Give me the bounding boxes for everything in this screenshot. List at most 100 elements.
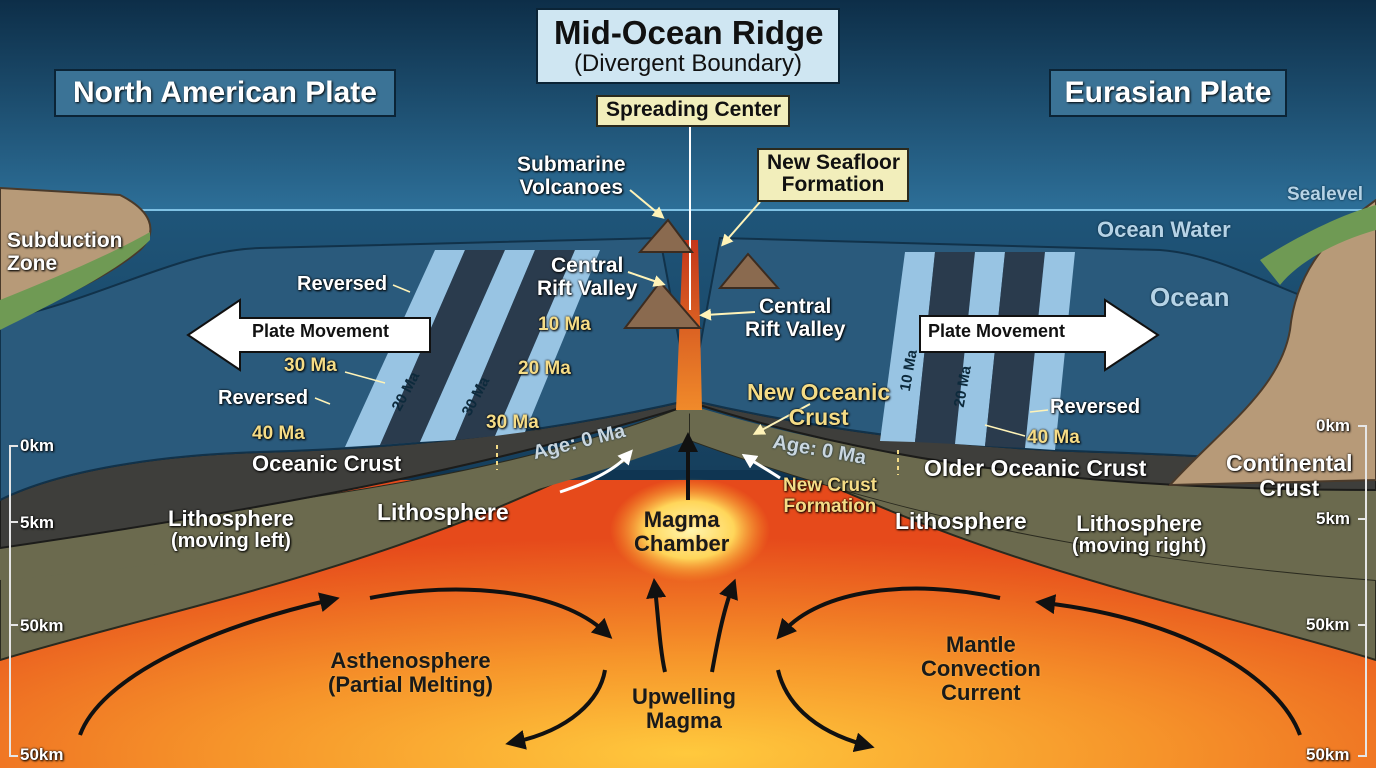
rift-left-pointer	[627, 271, 666, 287]
central-rift-left-line-1: Central	[551, 254, 624, 277]
upwelling-line-2: Magma	[646, 707, 722, 733]
depth-right-50km: 50km	[1306, 615, 1350, 634]
depth-left-50km-bottom: 50km	[20, 745, 64, 764]
new-crust-line-1: New Crust	[783, 475, 877, 496]
magma-chamber-line-1: Magma	[643, 507, 720, 532]
coast-left	[0, 232, 150, 330]
depth-left-0km: 0km	[20, 436, 55, 455]
convection-line-3: Current	[941, 679, 1021, 705]
age-30-label-left: 30 Ma	[284, 355, 337, 376]
age-30-label-left-2: 30 Ma	[486, 412, 539, 433]
eurasian-plate-label: Eurasian Plate	[1049, 69, 1287, 117]
ocean-water-label: Ocean Water	[1097, 217, 1231, 242]
spreading-center-label: Spreading Center	[596, 95, 790, 127]
new-seafloor-line-1: New Seafloor	[767, 151, 901, 174]
depth-right-5km: 5km	[1316, 509, 1351, 528]
lithosphere-right-line-2: (moving right)	[1072, 534, 1207, 557]
convection-arrows	[78, 578, 1302, 753]
reversed-label-2: Reversed	[218, 387, 309, 409]
new-seafloor-line-2: Formation	[781, 173, 885, 197]
new-oceanic-line-1: New Oceanic	[747, 379, 891, 405]
lithosphere-left-line-1: Lithosphere	[168, 506, 294, 531]
continental-crust-label: Continental Crust	[1226, 451, 1353, 501]
reversed-pointer-2	[314, 397, 331, 405]
magma-chamber-label: Magma Chamber	[634, 508, 729, 556]
central-rift-valley-right-label: Central Rift Valley	[745, 295, 846, 341]
lithosphere-right-upper	[690, 405, 1376, 580]
submarine-volcanoes-label: Submarine Volcanoes	[517, 153, 626, 199]
central-rift-right-line-2: Rift Valley	[745, 317, 846, 341]
upwelling-line-1: Upwelling	[632, 684, 736, 709]
new-oceanic-line-2: Crust	[788, 403, 849, 430]
new-oceanic-crust-label: New Oceanic Crust	[747, 380, 890, 430]
lithosphere-moving-left-label: Lithosphere (moving left)	[168, 507, 294, 552]
magnetic-stripes-left	[345, 250, 600, 447]
depth-scale-right	[1358, 425, 1367, 757]
age-10-label-left: 10 Ma	[538, 314, 591, 335]
upwelling-magma-label: Upwelling Magma	[632, 685, 736, 733]
lithosphere-left-main-label: Lithosphere	[377, 499, 509, 525]
reversed-label-1: Reversed	[297, 273, 388, 295]
title-box: Mid-Ocean Ridge (Divergent Boundary)	[536, 8, 840, 84]
central-rift-left-line-2: Rift Valley	[537, 276, 638, 300]
reversed-label-right: Reversed	[1050, 396, 1141, 418]
older-oceanic-crust-label: Older Oceanic Crust	[924, 455, 1147, 481]
central-rift-valley-left-label: Central Rift Valley	[537, 254, 638, 300]
ocean-label: Ocean	[1150, 282, 1230, 312]
lithosphere-right-main-label: Lithosphere	[895, 508, 1027, 534]
submarine-volcanoes-line-2: Volcanoes	[519, 175, 623, 199]
continental-line-1: Continental	[1226, 450, 1353, 476]
volcano-pointer	[629, 189, 665, 219]
asthenosphere-line-2: (Partial Melting)	[328, 671, 494, 697]
depth-scale-left	[9, 445, 18, 757]
age-40-pointer-right	[984, 424, 1026, 437]
lithosphere-moving-right-label: Lithosphere (moving right)	[1072, 512, 1206, 557]
central-rift-right-line-1: Central	[759, 295, 832, 318]
submarine-volcanoes-line-1: Submarine	[517, 153, 626, 176]
age-30-pointer-left	[344, 371, 386, 384]
age-40-label-left: 40 Ma	[252, 423, 305, 444]
continental-line-2: Crust	[1259, 474, 1320, 501]
new-crust-pointer	[752, 403, 811, 435]
reversed-pointer-1	[392, 284, 411, 293]
age-40-label-right: 40 Ma	[1027, 427, 1080, 448]
new-crust-line-2: Formation	[783, 495, 877, 517]
volcano-2	[717, 252, 781, 289]
mantle-convection-label: Mantle Convection Current	[921, 633, 1041, 704]
asthenosphere-label: Asthenosphere (Partial Melting)	[328, 649, 493, 697]
motion-arrow-right	[741, 453, 781, 480]
lithosphere-left-line-2: (moving left)	[170, 529, 291, 552]
rift-right-pointer	[699, 308, 756, 321]
coast-right	[1260, 205, 1376, 285]
plate-movement-arrow-left	[186, 298, 431, 372]
sealevel-label: Sealevel	[1287, 184, 1364, 205]
convection-line-2: Convection	[921, 655, 1041, 681]
main-title: Mid-Ocean Ridge	[554, 14, 824, 51]
new-crust-formation-label: New Crust Formation	[783, 475, 877, 517]
new-seafloor-box: New Seafloor Formation	[757, 148, 909, 202]
volcano-3	[622, 280, 703, 329]
depth-right-50km-bottom: 50km	[1306, 745, 1350, 764]
depth-right-0km: 0km	[1316, 416, 1351, 435]
new-seafloor-pointer	[721, 201, 761, 247]
magma-chamber-glow	[610, 478, 770, 582]
subduction-line-1: Subduction	[7, 229, 123, 252]
subduction-zone-label: Subduction Zone	[7, 229, 123, 275]
convection-line-1: Mantle	[946, 632, 1016, 657]
volcano-1	[637, 218, 694, 253]
reversed-pointer-3	[1029, 409, 1049, 413]
plate-movement-left-label: Plate Movement	[252, 321, 390, 341]
age-20-label-left: 20 Ma	[518, 358, 571, 379]
plate-movement-arrow-right	[919, 298, 1160, 372]
subtitle: (Divergent Boundary)	[573, 49, 803, 77]
oceanic-crust-label: Oceanic Crust	[252, 451, 402, 476]
depth-left-5km: 5km	[20, 513, 55, 532]
depth-left-50km: 50km	[20, 616, 64, 635]
magma-chamber-line-2: Chamber	[634, 530, 730, 556]
lithosphere-left-upper	[0, 405, 690, 580]
lithosphere-right-line-1: Lithosphere	[1076, 511, 1203, 536]
motion-arrow-left	[559, 449, 633, 494]
subduction-line-2: Zone	[7, 251, 58, 275]
